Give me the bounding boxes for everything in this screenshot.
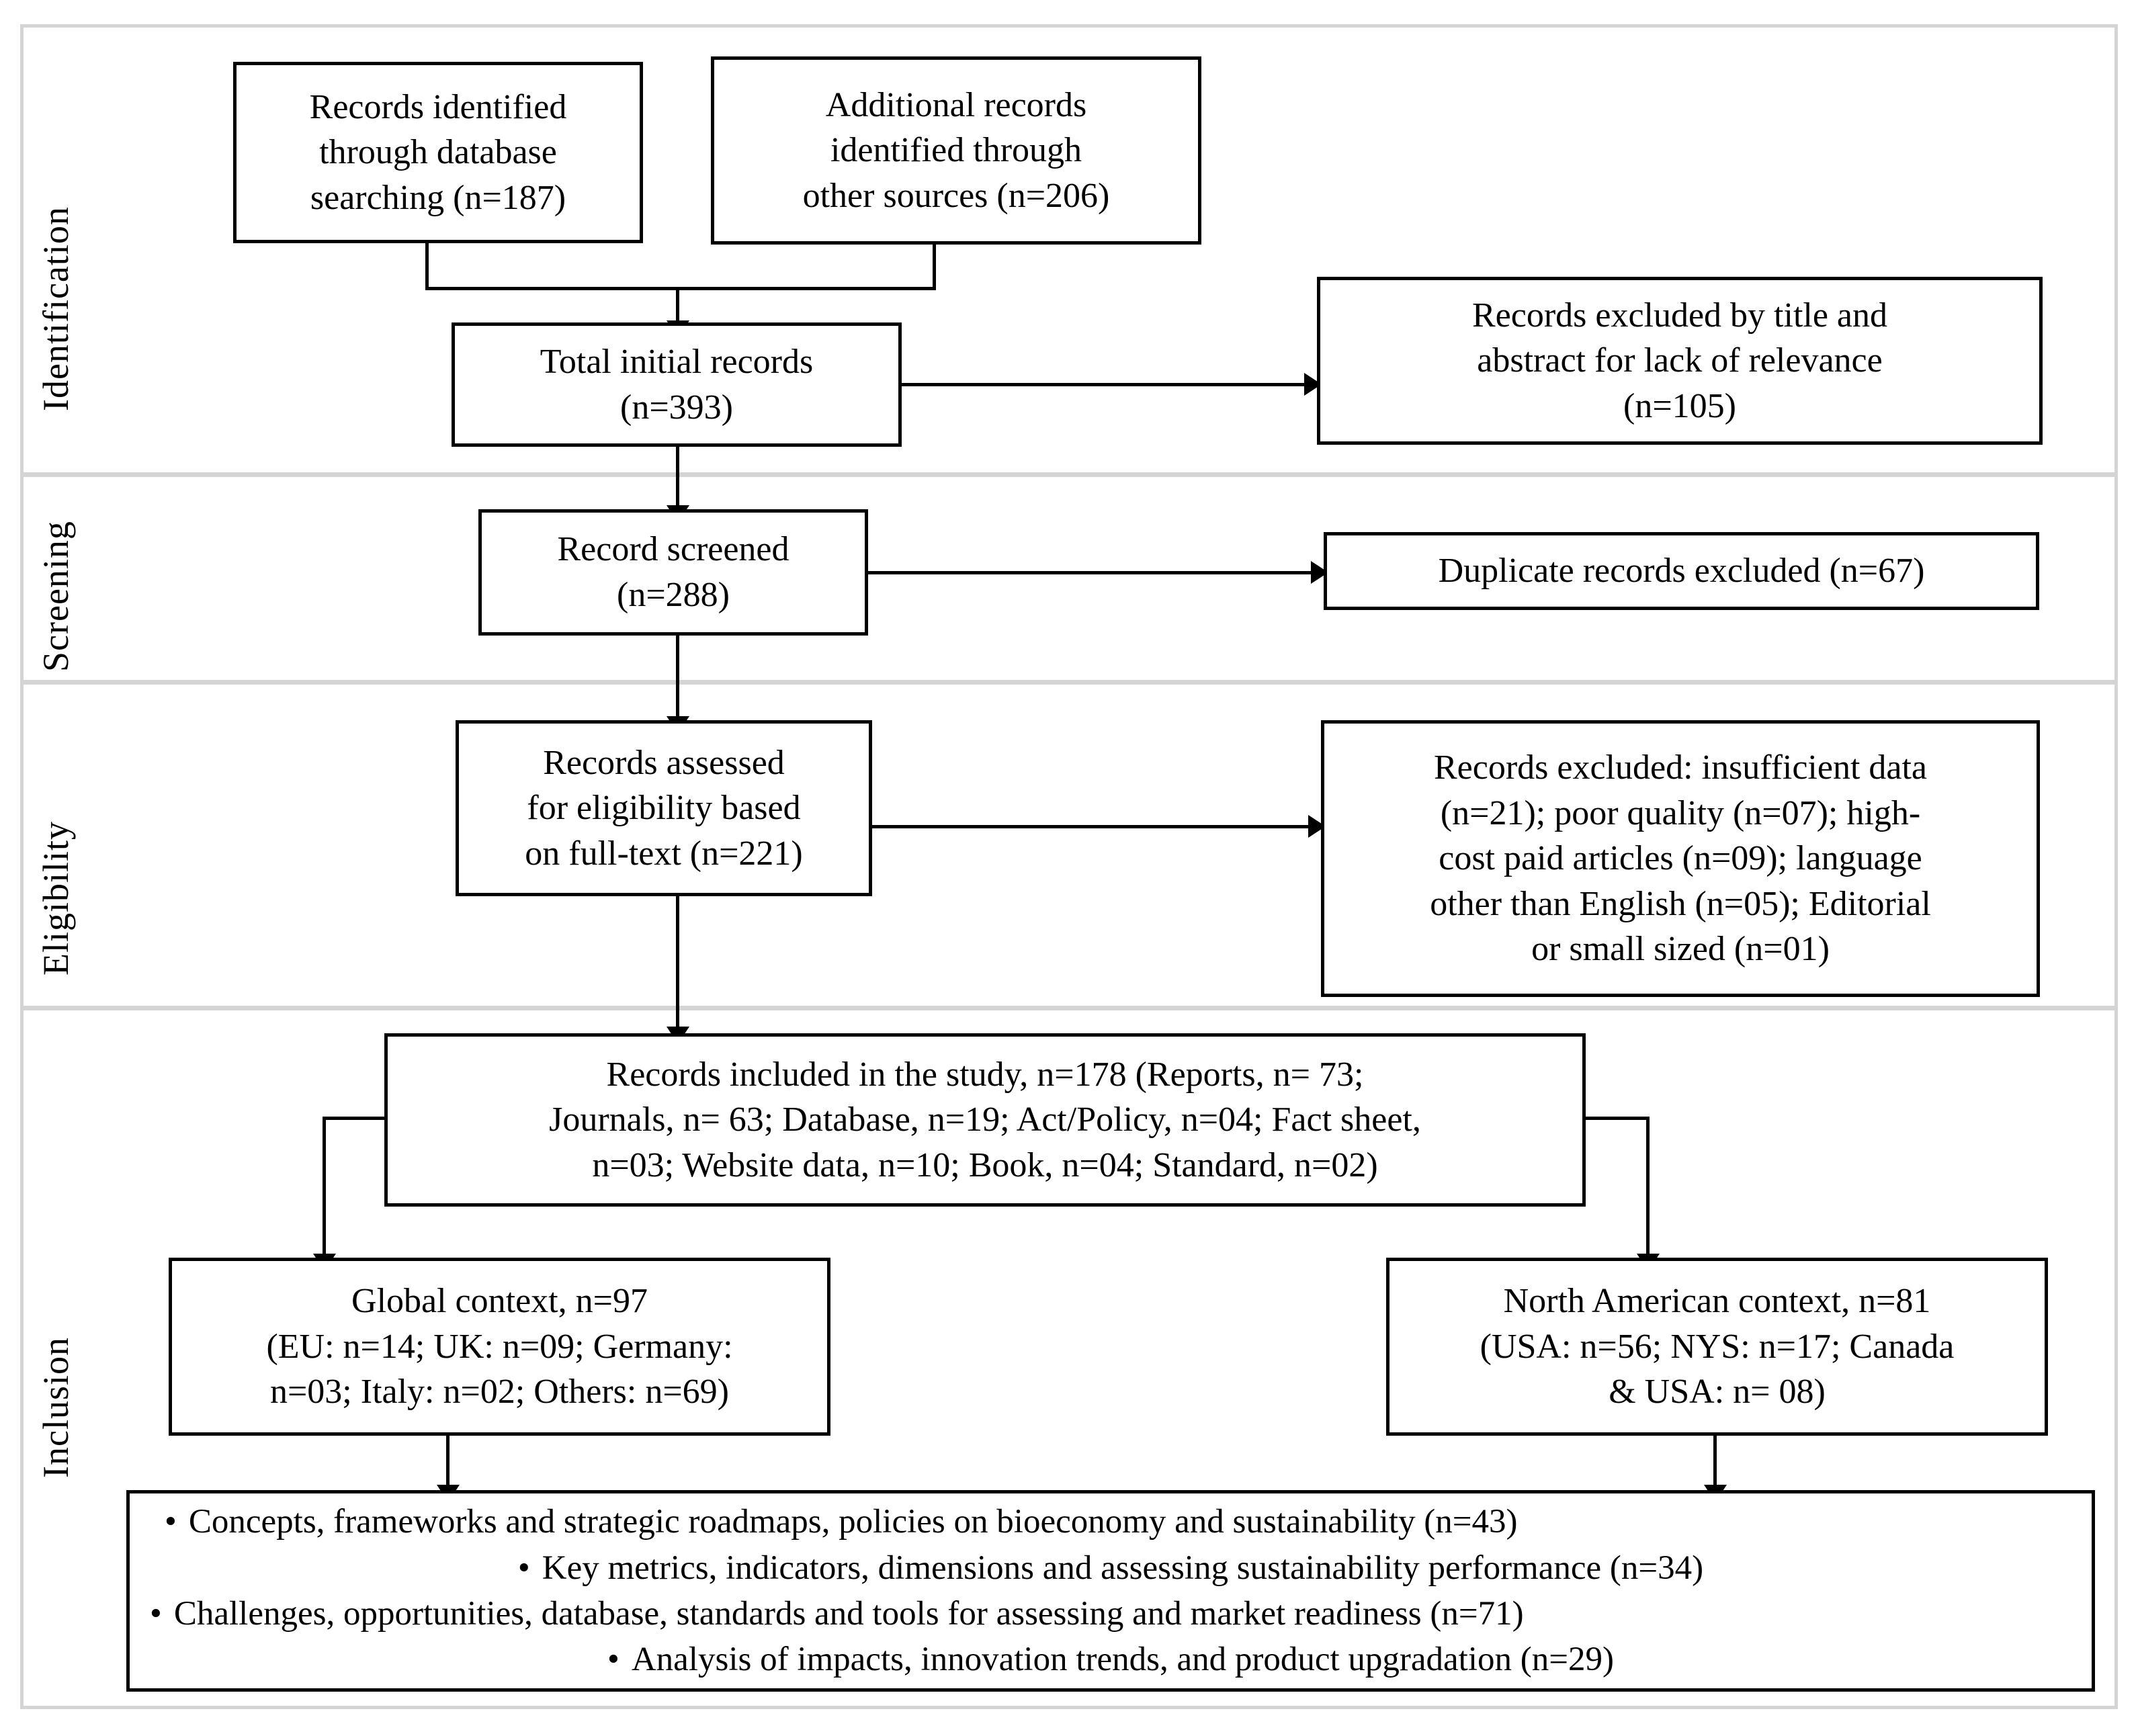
box-line: (n=105) — [1623, 386, 1736, 425]
connector-assessed-to-excluded-fulltext — [872, 825, 1312, 828]
box-line: Records excluded: insufficient data — [1433, 748, 1928, 787]
box-line: (EU: n=14; UK: n=09; Germany: — [266, 1327, 733, 1366]
bullet-dot-icon: • — [165, 1503, 177, 1541]
band-separator-screening-eligibility — [20, 680, 2118, 685]
box-line: Duplicate records excluded (n=67) — [1438, 552, 1925, 591]
box-line: on full-text (n=221) — [525, 834, 803, 873]
stage-label-inclusion: Inclusion — [36, 1337, 76, 1478]
box-line: Record screened — [557, 530, 789, 569]
box-records-included-study: Records included in the study, n=178 (Re… — [384, 1033, 1586, 1207]
box-record-screened: Record screened (n=288) — [478, 509, 868, 636]
box-review-themes: • Concepts, frameworks and strategic road… — [126, 1490, 2095, 1692]
box-records-excluded-title-abstract: Records excluded by title and abstract f… — [1317, 277, 2043, 445]
connector-other-sources-down — [933, 245, 936, 289]
box-line: or small sized (n=01) — [1531, 930, 1830, 969]
box-line: identified through — [830, 131, 1082, 170]
box-global-context: Global context, n=97 (EU: n=14; UK: n=09… — [169, 1258, 830, 1436]
box-line: (n=21); poor quality (n=07); high- — [1440, 793, 1921, 832]
box-records-identified-database: Records identified through database sear… — [233, 62, 643, 243]
box-line: other than English (n=05); Editorial — [1430, 884, 1931, 923]
box-line: Additional records — [825, 85, 1087, 124]
connector-merge-to-total — [676, 287, 679, 324]
diagram-frame — [20, 24, 2118, 1709]
box-line: Global context, n=97 — [351, 1282, 648, 1321]
theme-bullet-text: Analysis of impacts, innovation trends, … — [631, 1641, 1614, 1679]
box-line: cost paid articles (n=09); language — [1439, 839, 1922, 878]
connector-total-to-screened — [676, 445, 679, 511]
box-line: other sources (n=206) — [802, 176, 1110, 215]
connector-included-right-horizontal — [1584, 1117, 1650, 1120]
theme-bullet-text: Challenges, opportunities, database, sta… — [173, 1595, 1524, 1633]
band-separator-eligibility-inclusion — [20, 1006, 2118, 1010]
box-line: n=03; Italy: n=02; Others: n=69) — [269, 1373, 729, 1412]
box-line: Records assessed — [543, 743, 785, 782]
box-line: searching (n=187) — [310, 178, 566, 217]
box-line: for eligibility based — [527, 789, 801, 828]
theme-bullet-text: Concepts, frameworks and strategic roadm… — [188, 1503, 1518, 1541]
box-north-american-context: North American context, n=81 (USA: n=56;… — [1386, 1258, 2048, 1436]
stage-label-identification: Identification — [36, 206, 76, 411]
box-total-initial-records: Total initial records (n=393) — [452, 322, 902, 447]
theme-bullet-item: • Concepts, frameworks and strategic road… — [147, 1499, 2074, 1545]
box-line: Records included in the study, n=178 (Re… — [606, 1055, 1364, 1094]
box-line: n=03; Website data, n=10; Book, n=04; St… — [592, 1145, 1378, 1184]
connector-screened-to-assessed — [676, 634, 679, 722]
bullet-dot-icon: • — [517, 1549, 530, 1587]
box-records-assessed-eligibility: Records assessed for eligibility based o… — [456, 720, 872, 896]
bullet-dot-icon: • — [607, 1641, 619, 1679]
box-line: abstract for lack of relevance — [1477, 341, 1883, 380]
connector-included-right-vertical — [1646, 1117, 1650, 1260]
bullet-dot-icon: • — [150, 1595, 162, 1633]
box-line: (n=393) — [620, 388, 733, 427]
box-line: North American context, n=81 — [1503, 1282, 1931, 1321]
connector-db-search-down — [425, 243, 429, 289]
box-line: Total initial records — [540, 342, 814, 381]
connector-screened-to-duplicates — [868, 571, 1315, 574]
connector-global-to-themes — [446, 1434, 450, 1489]
box-records-excluded-fulltext: Records excluded: insufficient data (n=2… — [1321, 720, 2040, 997]
stage-label-eligibility: Eligibility — [36, 820, 76, 975]
box-additional-records-other-sources: Additional records identified through ot… — [711, 56, 1201, 245]
box-line: Journals, n= 63; Database, n=19; Act/Pol… — [549, 1100, 1421, 1139]
connector-included-left-vertical — [323, 1117, 326, 1260]
connector-total-to-excluded — [902, 383, 1308, 386]
box-duplicate-records-excluded: Duplicate records excluded (n=67) — [1324, 532, 2039, 610]
theme-bullet-text: Key metrics, indicators, dimensions and … — [542, 1549, 1704, 1587]
theme-bullet-item: • Challenges, opportunities, database, st… — [147, 1591, 2074, 1637]
stage-label-screening: Screening — [36, 521, 76, 672]
box-line: through database — [319, 133, 557, 172]
box-line: (n=288) — [617, 576, 730, 614]
theme-bullet-item: • Analysis of impacts, innovation trends,… — [147, 1637, 2074, 1682]
box-line: (USA: n=56; NYS: n=17; Canada — [1480, 1327, 1955, 1366]
box-line: Records identified — [309, 87, 567, 126]
connector-included-left-horizontal — [323, 1117, 386, 1120]
box-line: & USA: n= 08) — [1609, 1373, 1826, 1412]
band-separator-identification-screening — [20, 472, 2118, 477]
box-line: Records excluded by title and — [1471, 296, 1888, 335]
connector-merge-horizontal — [425, 287, 936, 290]
connector-na-to-themes — [1713, 1434, 1717, 1489]
theme-bullet-item: • Key metrics, indicators, dimensions and… — [147, 1545, 2074, 1591]
connector-assessed-to-included — [676, 895, 679, 1033]
